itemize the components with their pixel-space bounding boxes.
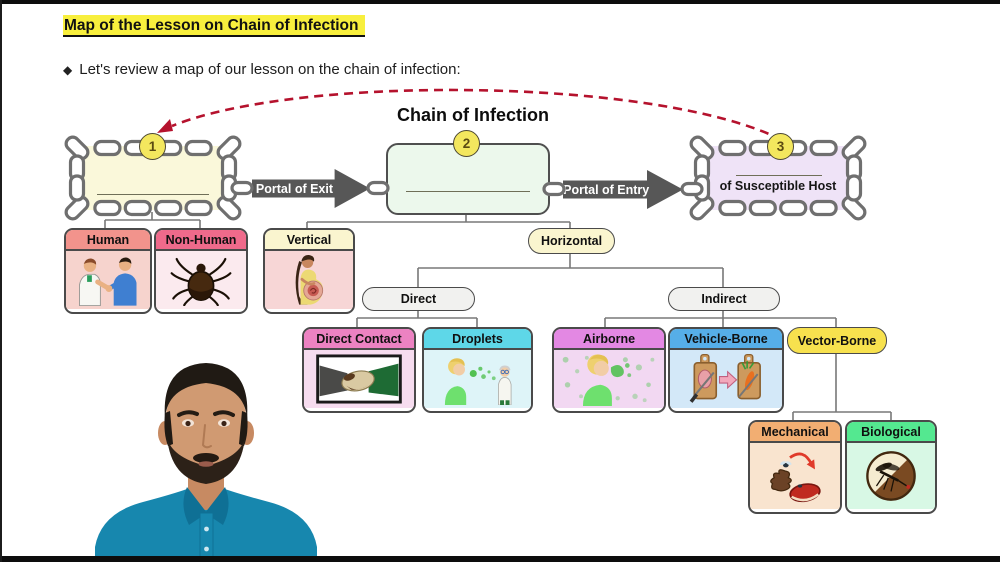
node-vector-borne: Vector-Borne [787, 327, 887, 354]
step-number-badge-1: 1 [139, 133, 166, 160]
droplets-label: Droplets [424, 329, 531, 350]
tick-icon [170, 257, 232, 306]
pregnant-woman-icon [295, 255, 324, 305]
bullet-point: ◆ Let's review a map of our lesson on the… [63, 61, 461, 78]
portal-of-exit-arrow: Portal of Exit [252, 169, 370, 208]
node-mechanical: Mechanical [748, 420, 842, 514]
frame-bottom-bar [0, 556, 1000, 562]
node-direct: Direct [362, 287, 475, 311]
presenter-webcam [93, 353, 333, 558]
vertical-label: Vertical [265, 230, 353, 251]
portal-of-exit-label: Portal of Exit [255, 181, 334, 196]
node-human: Human [64, 228, 152, 314]
direct-contact-label: Direct Contact [304, 329, 414, 350]
chain-step-3-box: of Susceptible Host [700, 146, 856, 210]
mechanical-label: Mechanical [750, 422, 840, 443]
diamond-bullet-icon: ◆ [63, 63, 73, 77]
step-3-label: of Susceptible Host [719, 179, 837, 193]
fill-in-blank-line [736, 175, 822, 176]
fill-in-blank-line [406, 191, 530, 192]
presenter-person [95, 363, 317, 558]
non-human-label: Non-Human [156, 230, 246, 251]
loopback-arrowhead [157, 119, 173, 133]
human-label: Human [66, 230, 150, 251]
node-non-human: Non-Human [154, 228, 248, 314]
biological-label: Biological [847, 422, 935, 443]
node-direct-contact: Direct Contact [302, 327, 416, 413]
airborne-particles-icon [562, 354, 655, 406]
node-vertical: Vertical [263, 228, 355, 314]
node-biological: Biological [845, 420, 937, 514]
portal-of-entry-arrow: Portal of Entry [563, 170, 683, 209]
frame-left-bar [0, 0, 2, 562]
vehicle-borne-label: Vehicle-Borne [670, 329, 782, 350]
frame-top-bar [0, 0, 1000, 4]
doctor-patient-handshake-icon [79, 257, 137, 306]
bullet-text: Let's review a map of our lesson on the … [79, 61, 461, 78]
node-airborne: Airborne [552, 327, 666, 413]
fly-contamination-icon [770, 452, 821, 503]
node-droplets: Droplets [422, 327, 533, 413]
step-number-badge-2: 2 [453, 130, 480, 157]
highlighted-title-text: Map of the Lesson on Chain of Infection [63, 15, 365, 37]
node-horizontal: Horizontal [528, 228, 615, 254]
airborne-label: Airborne [554, 329, 664, 350]
sneeze-droplets-icon [444, 358, 511, 405]
fill-in-blank-line [97, 194, 209, 195]
mosquito-icon [866, 451, 916, 501]
diagram-title: Chain of Infection [397, 105, 549, 125]
node-vehicle-borne: Vehicle-Borne [668, 327, 784, 413]
cutting-boards-icon [689, 353, 761, 403]
page-title: Map of the Lesson on Chain of Infection [63, 15, 365, 37]
handshake-icon [316, 354, 402, 404]
step-number-badge-3: 3 [767, 133, 794, 160]
node-indirect: Indirect [668, 287, 780, 311]
portal-of-entry-label: Portal of Entry [563, 182, 650, 197]
